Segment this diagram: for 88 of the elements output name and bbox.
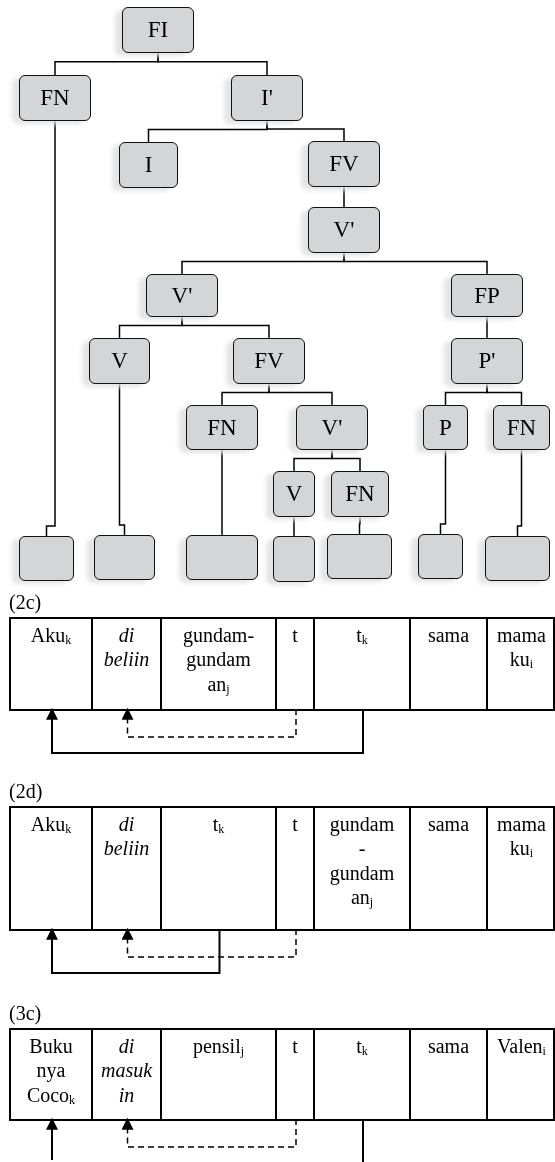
tree-node-box bbox=[308, 207, 380, 253]
gloss-word: pensil$_{j}$ bbox=[192, 1034, 245, 1059]
arrow bbox=[121, 1117, 297, 1148]
connector-line bbox=[343, 252, 488, 275]
connector-line bbox=[268, 383, 333, 406]
category-label: P bbox=[439, 414, 452, 441]
tree-node-box bbox=[451, 274, 523, 317]
connector-line bbox=[343, 186, 345, 208]
tree-node-box bbox=[451, 338, 523, 384]
gloss-word: Valen$_{i}$ bbox=[497, 1034, 546, 1059]
connector-line bbox=[221, 449, 223, 536]
gloss-word: mama ku$_{i}$ bbox=[497, 812, 546, 861]
gloss-word: gundam - gundam an$_{j}$ bbox=[329, 812, 395, 910]
category-label: FI bbox=[147, 17, 169, 43]
gloss-word: gundam- gundam an$_{j}$ bbox=[182, 623, 255, 697]
empty-box bbox=[418, 534, 463, 579]
example-number: (2c) bbox=[9, 592, 42, 612]
example-number: (3c) bbox=[9, 1003, 42, 1023]
gloss-word: sama bbox=[427, 1034, 470, 1059]
tree-node-box bbox=[331, 471, 389, 517]
gloss-word: sama bbox=[427, 812, 470, 837]
category-label: V bbox=[285, 481, 303, 507]
gloss-word: sama bbox=[427, 623, 470, 648]
category-label: I' bbox=[261, 85, 273, 111]
tree-node-box bbox=[233, 338, 305, 384]
connector-line bbox=[331, 449, 361, 472]
empty-box bbox=[186, 535, 258, 580]
connector-line bbox=[181, 316, 270, 339]
connector-line bbox=[157, 52, 268, 76]
gloss-word: t bbox=[292, 812, 298, 837]
gloss-word: di masuk in bbox=[100, 1034, 153, 1108]
gloss-word: Aku$_{k}$ bbox=[30, 623, 72, 648]
tree-node-box bbox=[273, 471, 315, 517]
category-label: FN bbox=[40, 85, 70, 111]
tree-node-box bbox=[19, 75, 91, 121]
gloss-word: t$_{k}$ bbox=[212, 812, 225, 837]
gloss-table bbox=[9, 617, 555, 711]
connector-line bbox=[45, 120, 56, 537]
category-label: V' bbox=[171, 282, 193, 309]
example-number: (2d) bbox=[9, 781, 43, 801]
gloss-table bbox=[9, 806, 555, 931]
gloss-table bbox=[9, 1028, 555, 1121]
connector-line bbox=[293, 516, 295, 537]
category-label: FV bbox=[254, 348, 284, 374]
tree-node-box bbox=[186, 405, 258, 450]
arrow bbox=[121, 707, 297, 738]
tree-node-box bbox=[296, 405, 368, 450]
tree-node-box bbox=[122, 7, 194, 53]
empty-box bbox=[327, 534, 392, 579]
category-label: FN bbox=[345, 481, 375, 507]
gloss-word: di beliin bbox=[103, 812, 150, 861]
arrow bbox=[121, 927, 297, 958]
category-label: V bbox=[111, 348, 128, 374]
gloss-word: t bbox=[292, 623, 298, 648]
tree-node-box bbox=[231, 75, 303, 121]
gloss-word: mama ku$_{i}$ bbox=[497, 623, 546, 672]
connector-line bbox=[516, 449, 523, 537]
category-label: FN bbox=[506, 414, 537, 441]
tree-node-box bbox=[119, 142, 178, 188]
gloss-word: Buku nya Coco$_{k}$ bbox=[26, 1034, 76, 1108]
category-label: FP bbox=[474, 282, 500, 309]
empty-box bbox=[19, 536, 74, 581]
gloss-word: t$_{k}$ bbox=[356, 623, 368, 648]
category-label: V' bbox=[321, 414, 343, 441]
gloss-word: t bbox=[292, 1034, 298, 1059]
gloss-word: di beliin bbox=[103, 623, 150, 672]
empty-box bbox=[94, 535, 155, 580]
category-label: I bbox=[144, 152, 153, 178]
connector-line bbox=[486, 316, 488, 339]
category-label: FV bbox=[329, 151, 359, 177]
connector-line bbox=[439, 449, 447, 535]
tree-node-box bbox=[493, 405, 550, 450]
tree-node-box bbox=[423, 405, 468, 450]
connector-line bbox=[362, 1118, 364, 1162]
gloss-word: t$_{k}$ bbox=[356, 1034, 368, 1059]
tree-node-box bbox=[89, 338, 150, 384]
category-label: P' bbox=[478, 348, 496, 374]
connector-line bbox=[358, 516, 361, 535]
empty-box bbox=[485, 536, 550, 581]
connector-line bbox=[486, 383, 523, 406]
category-label: V' bbox=[333, 217, 355, 243]
gloss-word: Aku$_{k}$ bbox=[30, 812, 72, 837]
connector-line bbox=[118, 383, 126, 536]
empty-box bbox=[273, 536, 315, 582]
tree-node-box bbox=[146, 274, 218, 317]
tree-node-box bbox=[308, 141, 380, 187]
category-label: FN bbox=[207, 414, 237, 441]
connector-line bbox=[266, 120, 345, 142]
